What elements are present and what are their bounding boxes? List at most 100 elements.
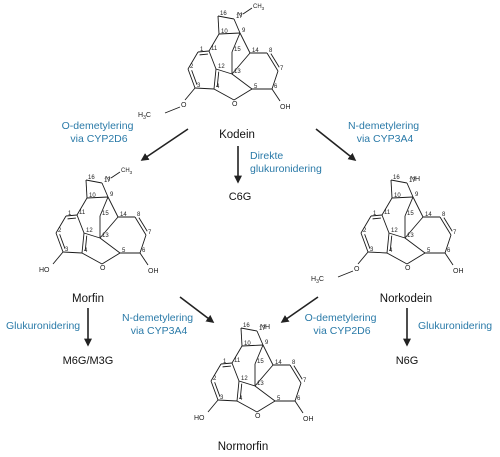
codeine-bond <box>187 51 199 70</box>
morphine-bond <box>83 232 101 239</box>
morphine-bond <box>139 234 147 254</box>
norcodeine-bond <box>386 232 390 254</box>
codeine-bond <box>208 33 220 52</box>
morphine-bond <box>65 214 78 217</box>
morphine-oh-label: OH <box>148 268 159 275</box>
norcodeine-bond <box>388 232 406 239</box>
codeine-atom-number: 1 <box>200 47 204 53</box>
normorphine-atom-number: 13 <box>257 381 264 387</box>
morphine-bond <box>55 215 67 234</box>
normorphine-atom-number: 7 <box>303 378 307 384</box>
codeine-atom-number: 2 <box>190 64 194 70</box>
product-n6g: N6G <box>396 355 419 367</box>
norcodeine-ring-oxygen: O <box>405 265 411 272</box>
norcodeine-double-bond <box>389 235 393 251</box>
codeine-bond <box>213 88 235 101</box>
normorphine-bond <box>262 344 274 366</box>
morphine-atom-number: 10 <box>89 193 96 199</box>
norcodeine-bond <box>406 252 426 265</box>
codeine-oh-label: OH <box>280 104 291 111</box>
arrow-norcodeine-to-normorphine <box>280 296 319 323</box>
norcodeine-atom-number: 5 <box>427 248 431 254</box>
normorphine-bond <box>231 362 240 382</box>
normorphine-double-bond <box>239 383 243 399</box>
codeine-bond <box>197 50 210 53</box>
codeine-atom-number: 11 <box>211 46 218 52</box>
codeine-atom-number: 9 <box>242 28 246 34</box>
codeine-bond <box>217 15 220 35</box>
normorphine-atom-number: 3 <box>220 395 224 401</box>
morphine-atom-number: 8 <box>137 212 141 218</box>
morphine-bond <box>99 216 119 239</box>
codeine-bond <box>218 32 241 35</box>
codeine-bond <box>233 18 241 34</box>
morphine-bond <box>85 179 88 199</box>
norcodeine-bond <box>381 197 393 216</box>
label-odemethyl-cyp2d6-top: O-demetylering via CYP2D6 <box>62 120 137 145</box>
morphine-bond <box>134 216 147 236</box>
codeine-bond <box>231 32 241 53</box>
norcodeine-bond <box>412 196 424 218</box>
norcodeine-atom-number: 4 <box>389 248 393 254</box>
normorphine-double-bond <box>293 365 303 380</box>
arrow-codeine-to-morphine <box>140 128 189 161</box>
normorphine-double-bond <box>214 382 221 397</box>
normorphine-nh: NH <box>260 324 270 331</box>
normorphine-ho-label: HO <box>194 415 205 422</box>
morphine-atom-number: 12 <box>86 228 93 234</box>
normorphine-atom-number: 16 <box>243 323 250 329</box>
morphine-atom-number: 4 <box>84 248 88 254</box>
norcodeine-o3-oxygen: O <box>354 266 360 273</box>
codeine-double-bond <box>191 70 198 85</box>
codeine-atom-number: 4 <box>216 84 220 90</box>
normorphine-bond <box>210 380 219 401</box>
normorphine-bond <box>210 363 222 382</box>
normorphine-bond <box>231 345 243 364</box>
codeine-nmethyl-bond <box>242 7 253 15</box>
morphine-bond <box>99 237 121 254</box>
morphine-atom-number: 11 <box>79 210 86 216</box>
normorphine-atom-number: 11 <box>234 358 241 364</box>
codeine-nmethyl-label: CH3 <box>253 4 265 11</box>
codeine-double-bond <box>270 53 280 68</box>
morphine-double-bond <box>59 234 66 249</box>
morphine-bond <box>107 196 119 218</box>
norcodeine-bond <box>404 237 426 254</box>
codeine-atom-number: 7 <box>280 66 284 72</box>
normorphine-oh-bond <box>294 400 304 414</box>
codeine-bond <box>233 88 253 101</box>
norcodeine-atom-number: 1 <box>373 211 377 217</box>
normorphine-atom-number: 14 <box>275 360 282 366</box>
morphine-nitrogen: N <box>105 176 110 183</box>
codeine-bond <box>266 52 279 72</box>
normorphine-atom-number: 1 <box>223 359 227 365</box>
norcodeine-atom-number: 6 <box>447 248 451 254</box>
morphine-bond <box>62 251 83 254</box>
normorphine-bond <box>254 364 274 387</box>
norcodeine-bond <box>406 182 414 198</box>
codeine-nitrogen: N <box>237 12 242 19</box>
norcodeine-bond <box>367 251 388 254</box>
norcodeine-bond <box>404 196 414 217</box>
norcodeine-atom-number: 12 <box>391 228 398 234</box>
codeine-bond <box>215 68 233 75</box>
codeine-bond <box>271 70 279 90</box>
morphine-name: Morfin <box>72 293 104 305</box>
norcodeine-bond <box>386 252 408 265</box>
normorphine-atom-number: 2 <box>213 376 217 382</box>
norcodeine-atom-number: 15 <box>407 211 414 217</box>
normorphine-bond <box>220 362 233 365</box>
normorphine-bond <box>254 344 264 365</box>
codeine-oh-bond <box>271 88 281 102</box>
norcodeine-bond <box>390 179 408 184</box>
morphine-o3-bond <box>52 251 64 265</box>
norcodeine-double-bond <box>443 217 453 232</box>
normorphine-name: Normorfin <box>218 441 268 453</box>
normorphine-atom-number: 5 <box>277 396 281 402</box>
normorphine-bond <box>236 400 258 413</box>
codeine-atom-number: 3 <box>197 83 201 89</box>
norcodeine-methoxy-bond <box>337 270 354 278</box>
morphine-atom-number: 5 <box>122 248 126 254</box>
